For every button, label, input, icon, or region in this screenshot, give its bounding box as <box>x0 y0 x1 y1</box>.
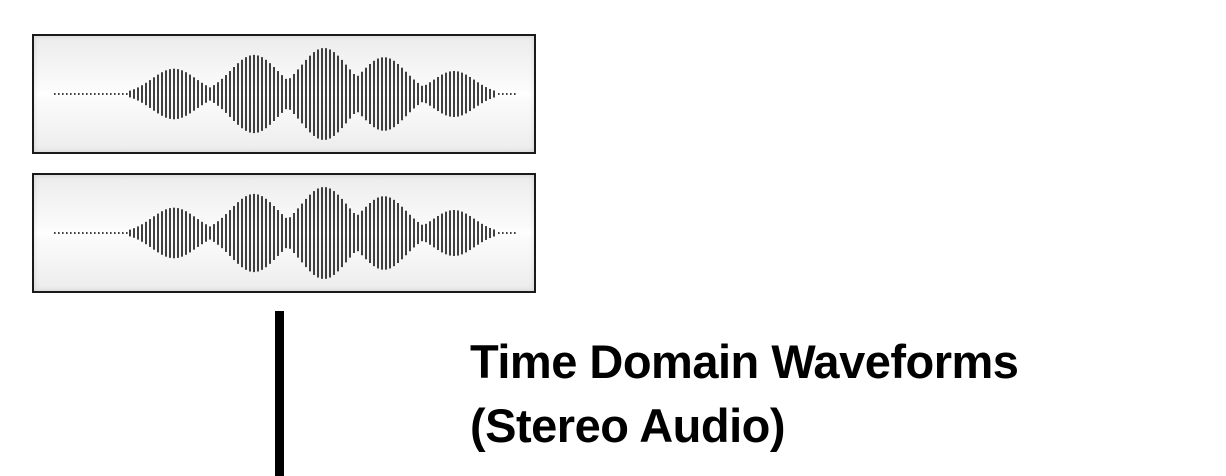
waveform-dot <box>118 93 120 95</box>
waveform-dot <box>110 93 112 95</box>
waveform-dot <box>70 232 72 234</box>
waveform-dot <box>74 93 76 95</box>
waveform-dot <box>58 232 60 234</box>
waveform-dot <box>86 93 88 95</box>
label-line-1: Time Domain Waveforms <box>470 335 1019 388</box>
waveform-dot <box>514 93 516 95</box>
waveform-dot <box>122 232 124 234</box>
waveform-dot <box>90 232 92 234</box>
waveform-dot <box>110 232 112 234</box>
waveform-dot <box>82 93 84 95</box>
waveform-track-2 <box>32 173 536 293</box>
waveform-dot <box>502 93 504 95</box>
waveform-track-1 <box>32 34 536 154</box>
waveform-dot <box>106 93 108 95</box>
waveform-dot <box>102 232 104 234</box>
waveform-dot <box>86 232 88 234</box>
waveform-dot <box>502 232 504 234</box>
waveform-dot <box>54 93 56 95</box>
waveform-dot <box>70 93 72 95</box>
waveform-dot <box>98 232 100 234</box>
waveform-dot <box>94 232 96 234</box>
waveform-dot <box>510 232 512 234</box>
waveform-dot <box>498 232 500 234</box>
waveform-dot <box>94 93 96 95</box>
waveform-dot <box>498 93 500 95</box>
waveform-dot <box>78 232 80 234</box>
waveform-dot <box>58 93 60 95</box>
waveform-dot <box>62 232 64 234</box>
waveform-dot <box>106 232 108 234</box>
waveform-dot <box>102 93 104 95</box>
label-line-2: (Stereo Audio) <box>470 399 786 452</box>
waveform-dot <box>66 93 68 95</box>
waveform-dot <box>66 232 68 234</box>
waveform-dot <box>90 93 92 95</box>
waveform-graphic <box>54 187 516 279</box>
waveform-dot <box>98 93 100 95</box>
waveform-dot <box>126 232 128 234</box>
waveform-dot <box>118 232 120 234</box>
connector-line <box>275 311 284 476</box>
waveform-dot <box>126 93 128 95</box>
waveform-graphic <box>54 48 516 140</box>
waveform-dot <box>82 232 84 234</box>
waveform-dot <box>74 232 76 234</box>
waveform-dot <box>506 232 508 234</box>
waveform-dot <box>122 93 124 95</box>
diagram-label: Time Domain Waveforms (Stereo Audio) <box>470 330 1019 458</box>
waveform-dot <box>114 93 116 95</box>
waveform-dot <box>54 232 56 234</box>
waveform-dot <box>78 93 80 95</box>
waveform-dot <box>114 232 116 234</box>
waveform-dot <box>506 93 508 95</box>
waveform-dot <box>514 232 516 234</box>
waveform-dot <box>62 93 64 95</box>
waveform-dot <box>510 93 512 95</box>
